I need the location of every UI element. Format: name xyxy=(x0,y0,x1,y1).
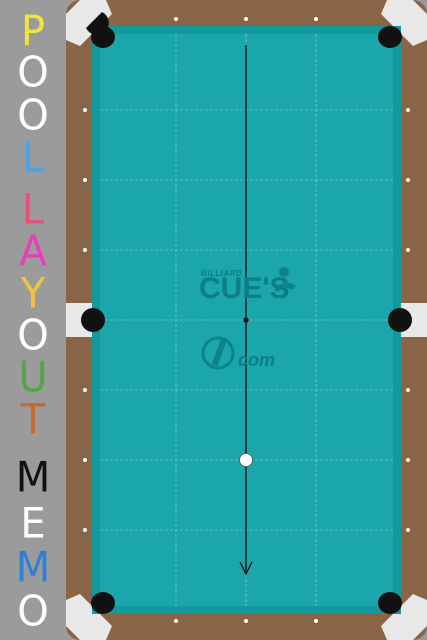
side-title-letter: O xyxy=(17,311,49,361)
side-title-letter: O xyxy=(17,48,49,98)
pocket-left-side xyxy=(81,308,105,332)
pool-table[interactable] xyxy=(66,0,427,640)
side-title-letter: T xyxy=(20,395,46,445)
side-title-letter: L xyxy=(21,185,45,235)
side-title-letter: M xyxy=(15,453,51,503)
side-title-letter: P xyxy=(20,7,46,57)
center-spot xyxy=(243,317,249,323)
corner-plate-tr xyxy=(381,0,427,46)
corner-plate-tl xyxy=(66,0,112,46)
side-title-letter: U xyxy=(18,353,48,403)
side-title-letter: E xyxy=(20,499,46,549)
side-title-letter: O xyxy=(17,587,49,637)
corner-plate-bl xyxy=(66,594,112,640)
cue-ball[interactable] xyxy=(239,453,253,467)
diamonds xyxy=(83,17,410,623)
pocket-tr xyxy=(378,26,402,48)
pool-table-svg xyxy=(66,0,427,640)
shot-line xyxy=(239,45,253,576)
side-title-letter: A xyxy=(19,227,47,277)
pocket-tl xyxy=(91,26,115,48)
pocket-br xyxy=(378,592,402,614)
pocket-right-side xyxy=(388,308,412,332)
side-title-letter: L xyxy=(21,133,45,183)
corner-plate-br xyxy=(381,594,427,640)
pocket-bl xyxy=(91,592,115,614)
watermark-logo xyxy=(201,267,296,370)
side-title-letter: Y xyxy=(20,269,46,319)
side-title-letter: M xyxy=(15,543,51,593)
side-title-letter: O xyxy=(17,91,49,141)
